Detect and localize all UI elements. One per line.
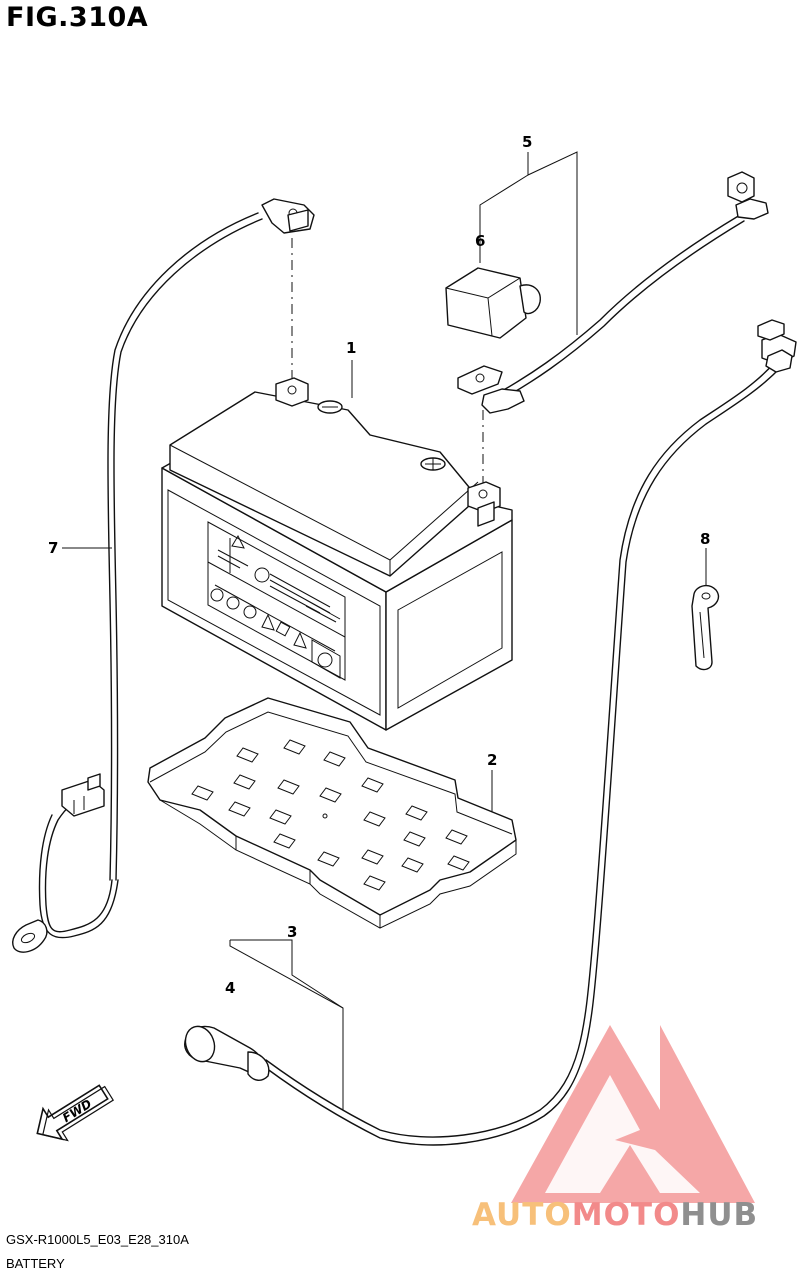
battery-warning-label: [207, 521, 346, 681]
callout-leaders: [62, 151, 707, 1110]
cable-clamp: [691, 584, 720, 671]
battery: [161, 377, 513, 731]
watermark-text: AUTOMOTOHUB: [472, 1197, 758, 1233]
callout-4: 4: [225, 979, 235, 997]
watermark-moto: MOTO: [571, 1197, 681, 1233]
terminal-boot: [184, 1025, 270, 1081]
battery-tray: [147, 697, 517, 929]
callout-7: 7: [48, 539, 58, 557]
callout-2: 2: [487, 751, 497, 769]
model-code: GSX-R1000L5_E03_E28_310A: [6, 1232, 189, 1247]
callout-3: 3: [287, 923, 297, 941]
forward-arrow-icon: FWD: [36, 1084, 115, 1142]
positive-cable: [457, 171, 769, 414]
terminal-cap: [445, 267, 541, 339]
figure-title: FIG.310A: [6, 2, 149, 33]
callout-6: 6: [475, 232, 485, 250]
negative-cable: [12, 198, 315, 953]
callout-8: 8: [700, 530, 710, 548]
triangle-logo-icon: [511, 1025, 755, 1203]
watermark-auto: AUTO: [472, 1197, 572, 1233]
watermark-hub: HUB: [680, 1197, 759, 1233]
section-name: BATTERY: [6, 1256, 65, 1271]
starter-cable: [265, 319, 797, 1146]
callout-5: 5: [522, 133, 532, 151]
callout-1: 1: [346, 339, 356, 357]
tray-slots: [191, 739, 470, 891]
